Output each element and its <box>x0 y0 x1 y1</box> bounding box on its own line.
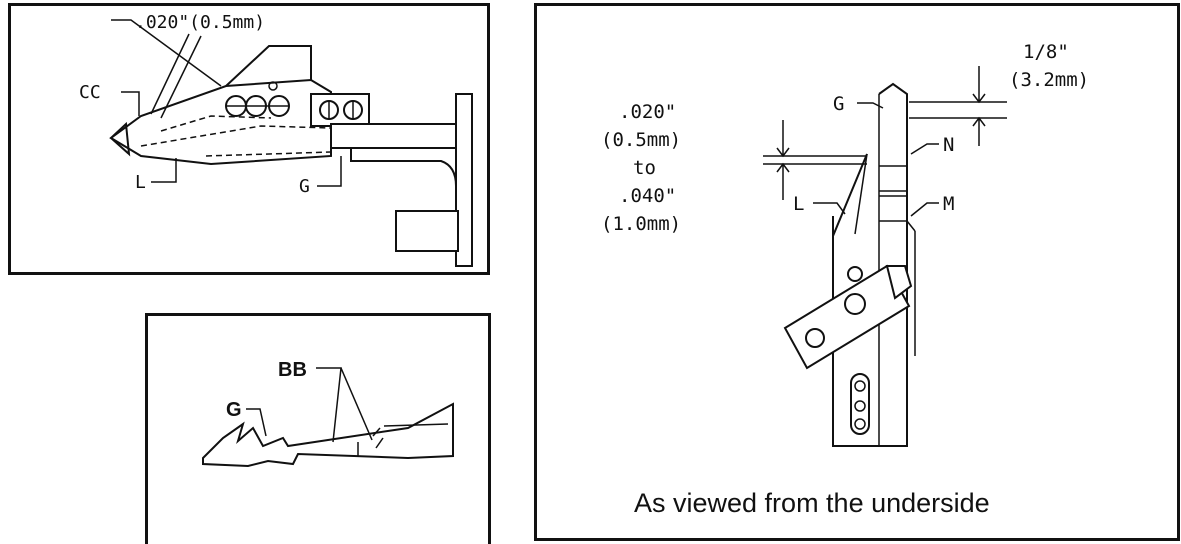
panel-gauge-detail: BB G <box>145 313 491 544</box>
looper-tip <box>109 121 131 157</box>
caption: As viewed from the underside <box>634 488 990 518</box>
dimension-arrow <box>776 120 790 158</box>
diagram-needle-guard-side: CC L G .020"(0.5mm) <box>79 12 473 267</box>
edge-line <box>383 423 449 427</box>
dimension-arrow <box>972 116 986 146</box>
dim-gap-3: to <box>633 157 656 179</box>
svg-text:G: G <box>226 399 242 421</box>
hidden-edge-line <box>205 151 332 157</box>
dim-gap-4: .040" <box>619 185 676 207</box>
svg-text:G: G <box>833 93 844 115</box>
label-g: G <box>833 93 884 115</box>
dimension-arrow <box>776 162 790 200</box>
dim-gap-2: (0.5mm) <box>601 129 681 151</box>
svg-text:N: N <box>943 134 954 156</box>
diagram-underside: 1/8" (3.2mm) .020" (0.5mm) to .040" (1.0… <box>601 41 1089 518</box>
looper-bar <box>330 123 467 149</box>
dimension-label: .020"(0.5mm) <box>135 12 265 33</box>
small-hole <box>268 81 278 91</box>
panel-underside-view: 1/8" (3.2mm) .020" (0.5mm) to .040" (1.0… <box>534 3 1180 541</box>
label-g: G <box>299 156 342 197</box>
frame-post <box>455 93 473 267</box>
slot-screw <box>854 418 866 430</box>
gauge-profile <box>202 402 454 468</box>
dimension-leader-line <box>111 19 222 87</box>
blade-edge <box>854 153 868 235</box>
svg-text:G: G <box>299 176 310 197</box>
label-bb: BB <box>278 359 373 443</box>
slot-hole <box>850 373 870 435</box>
guard-block <box>225 45 312 87</box>
clearance-line <box>160 35 202 119</box>
dim-top-2: (3.2mm) <box>1009 69 1089 91</box>
block-screw <box>844 293 866 315</box>
blade-edge <box>832 153 868 446</box>
dim-gap-1: .020" <box>619 101 676 123</box>
svg-text:L: L <box>135 172 146 193</box>
panel-needle-guard-side-view: CC L G .020"(0.5mm) <box>8 3 490 275</box>
label-l: L <box>793 193 846 215</box>
shank-step <box>906 220 916 232</box>
gauge-mark <box>372 427 384 449</box>
label-n: N <box>910 134 954 156</box>
hidden-edge-line <box>140 125 332 147</box>
dimension-arrow <box>972 66 986 104</box>
svg-text:L: L <box>793 193 804 215</box>
label-cc: CC <box>79 82 140 116</box>
hidden-edge-line <box>160 115 272 132</box>
slot-screw <box>854 400 866 412</box>
dim-top-1: 1/8" <box>1023 41 1069 63</box>
slot-screw <box>854 380 866 392</box>
label-g: G <box>226 399 267 437</box>
looper-body <box>109 78 332 166</box>
svg-text:CC: CC <box>79 82 101 103</box>
label-l: L <box>135 158 177 193</box>
svg-text:M: M <box>943 193 954 215</box>
block-screw <box>847 266 863 282</box>
dim-gap-5: (1.0mm) <box>601 213 681 235</box>
base-block <box>395 210 459 252</box>
clamp-tab <box>885 265 913 300</box>
label-m: M <box>910 193 954 217</box>
svg-text:BB: BB <box>278 359 307 381</box>
clearance-line <box>150 33 190 115</box>
block-screw <box>805 328 825 348</box>
diagram-gauge-detail: BB G <box>202 359 454 468</box>
